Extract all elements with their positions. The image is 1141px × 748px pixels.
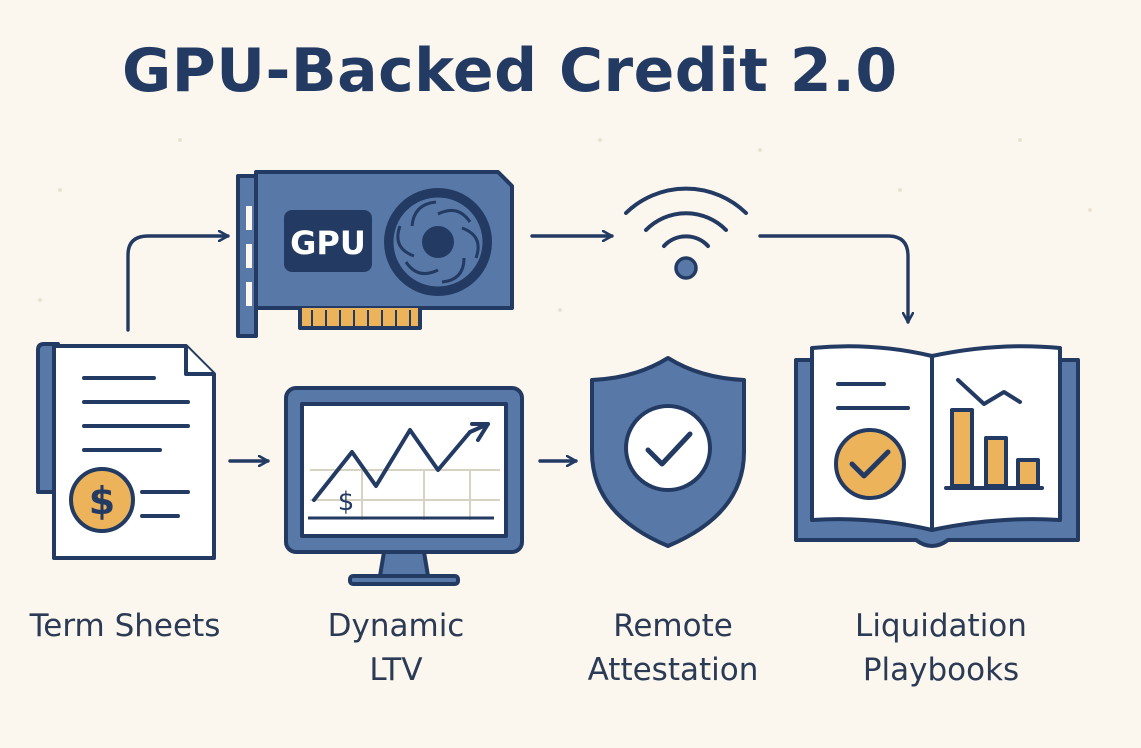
arrow-termsheet-to-gpu <box>126 236 230 332</box>
arrow-wifi-to-playbooks <box>758 234 908 324</box>
step-label-line: Dynamic <box>327 608 465 644</box>
chart-monitor-icon <box>284 386 524 586</box>
gpu-label-box <box>284 210 372 272</box>
dollar-sign-glyph: $ <box>338 487 355 517</box>
step-label-liquidation-playbooks: Liquidation Playbooks <box>826 604 1056 692</box>
step-label-line: Playbooks <box>862 652 1020 688</box>
step-label-remote-attestation: Remote Attestation <box>568 604 778 692</box>
gpu-card-icon <box>236 170 514 338</box>
step-label-line: Remote <box>613 608 733 644</box>
diagram-title: GPU-Backed Credit 2.0 <box>122 36 898 106</box>
flow-arrows <box>126 234 908 461</box>
wireless-signal-icon <box>624 186 748 280</box>
open-book-icon <box>794 344 1080 548</box>
dollar-sign-glyph: $ <box>89 479 115 523</box>
step-label-line: Term Sheets <box>29 608 221 644</box>
step-label-term-sheets: Term Sheets <box>20 604 230 648</box>
gpu-fan <box>384 188 492 296</box>
dollar-coin-icon <box>69 467 135 533</box>
step-label-dynamic-ltv: Dynamic LTV <box>296 604 496 692</box>
shield-check-icon <box>590 356 746 548</box>
background-dots <box>38 138 1092 312</box>
gpu-card-text: GPU <box>290 224 366 262</box>
step-label-line: Liquidation <box>855 608 1027 644</box>
step-label-line: LTV <box>369 652 423 688</box>
step-label-line: Attestation <box>587 652 759 688</box>
term-sheet-document-icon <box>36 342 216 560</box>
